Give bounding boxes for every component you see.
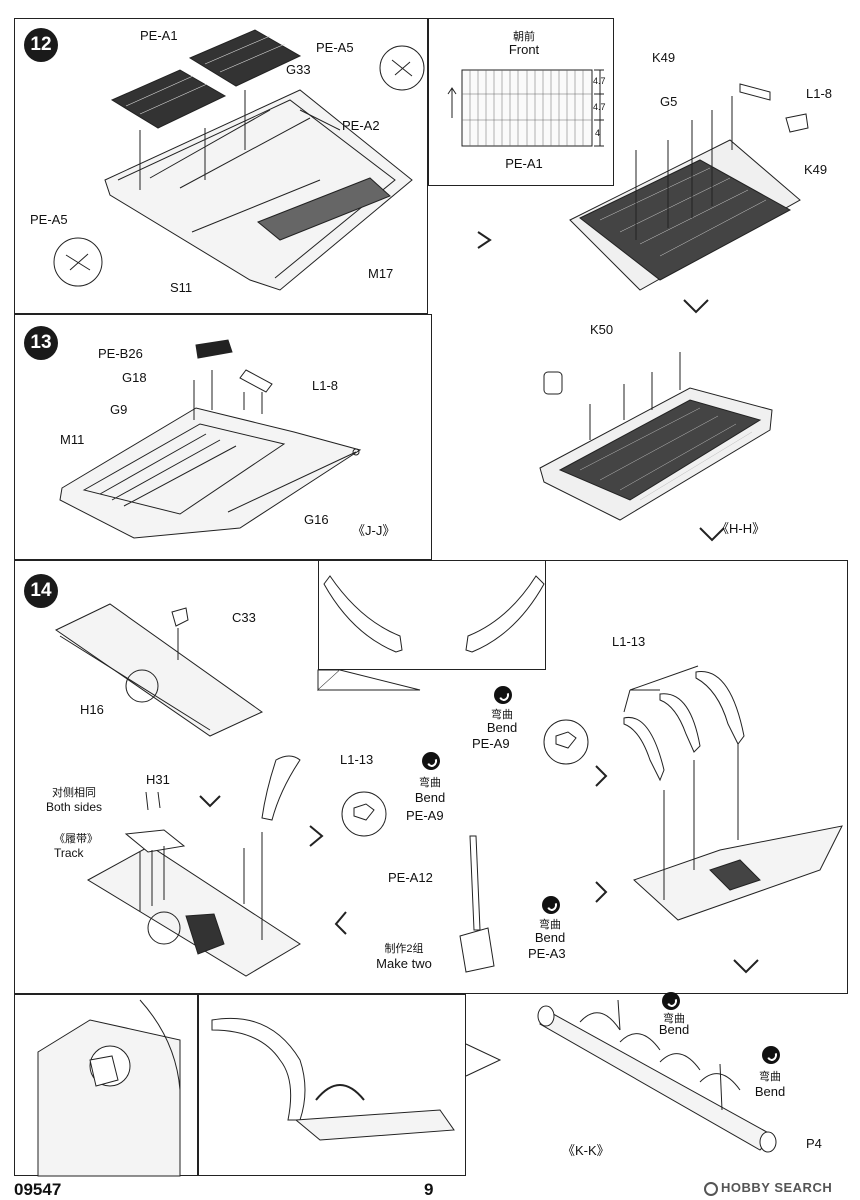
label-p4: P4: [806, 1136, 822, 1151]
label-front-cn: 朝前: [513, 31, 535, 43]
label-pe-a2: PE-A2: [342, 118, 380, 133]
label-pe-a9-2: PE-A9: [472, 736, 510, 751]
dim-3: 4: [595, 128, 601, 138]
watermark: HOBBY SEARCH: [704, 1180, 832, 1196]
label-g18: G18: [122, 370, 147, 385]
label-l1-13-mid: L1-13: [340, 752, 374, 767]
bend-icon-2: [494, 686, 512, 704]
label-track-en: Track: [54, 846, 84, 860]
bend-icon-1: [422, 752, 440, 770]
label-both-cn: 对侧相同: [52, 787, 96, 799]
label-bend-en-5: Bend: [754, 1084, 786, 1099]
label-pe-a5-top: PE-A5: [316, 40, 354, 55]
view-kk: 《K-K》: [562, 1143, 610, 1158]
label-pe-a5-left: PE-A5: [30, 212, 68, 227]
label-l1-13-right: L1-13: [612, 634, 646, 649]
label-bend-cn-1: 弯曲: [419, 777, 441, 789]
label-pe-a1: PE-A1: [140, 28, 178, 43]
label-bend-cn-3: 弯曲: [539, 919, 561, 931]
label-front-en: Front: [508, 42, 540, 57]
bend-icon-4: [662, 992, 680, 1010]
watermark-icon: [704, 1181, 718, 1196]
dim-1: 4.7: [593, 76, 606, 86]
label-h31: H31: [146, 772, 170, 787]
label-m17: M17: [368, 266, 394, 281]
label-bend-en-4: Bend: [658, 1022, 690, 1037]
label-bend-en-3: Bend: [534, 930, 566, 945]
label-l1-8-13: L1-8: [312, 378, 339, 393]
step-12-badge: 12: [24, 28, 58, 62]
label-k49-top: K49: [652, 50, 676, 65]
label-s11: S11: [170, 280, 193, 295]
label-l1-8-top: L1-8: [806, 86, 833, 101]
label-inset-pe-a1: PE-A1: [505, 156, 543, 171]
label-pe-a9-1: PE-A9: [406, 808, 444, 823]
label-bend-cn-2: 弯曲: [491, 709, 513, 721]
view-jj: 《J-J》: [352, 523, 396, 538]
page-number: 9: [424, 1180, 434, 1199]
label-k49-right: K49: [804, 162, 828, 177]
label-pe-a3: PE-A3: [528, 946, 566, 961]
watermark-text: HOBBY SEARCH: [721, 1180, 833, 1195]
step-14-badge: 14: [24, 574, 58, 608]
label-make-cn: 制作2组: [384, 943, 424, 955]
label-m11: M11: [60, 432, 85, 447]
label-bend-en-2: Bend: [486, 720, 518, 735]
label-h16: H16: [80, 702, 104, 717]
label-k50: K50: [590, 322, 614, 337]
view-hh: 《H-H》: [716, 521, 766, 536]
dim-2: 4.7: [593, 102, 606, 112]
label-g5: G5: [660, 94, 678, 109]
label-g33: G33: [286, 62, 311, 77]
label-bend-cn-4: 弯曲: [663, 1013, 685, 1025]
label-g9: G9: [110, 402, 128, 417]
label-g16: G16: [304, 512, 329, 527]
step-13-badge: 13: [24, 326, 58, 360]
bend-icon-3: [542, 896, 560, 914]
label-pe-b26: PE-B26: [98, 346, 143, 361]
label-both-en: Both sides: [46, 800, 103, 814]
label-pe-a12: PE-A12: [388, 870, 433, 885]
bend-icon-5: [762, 1046, 780, 1064]
label-c33: C33: [232, 610, 256, 625]
label-track-cn: 《履带》: [54, 833, 98, 845]
product-code: 09547: [14, 1180, 62, 1199]
label-bend-cn-5: 弯曲: [759, 1071, 781, 1083]
label-make-en: Make two: [376, 956, 432, 971]
label-bend-en-1: Bend: [414, 790, 446, 805]
